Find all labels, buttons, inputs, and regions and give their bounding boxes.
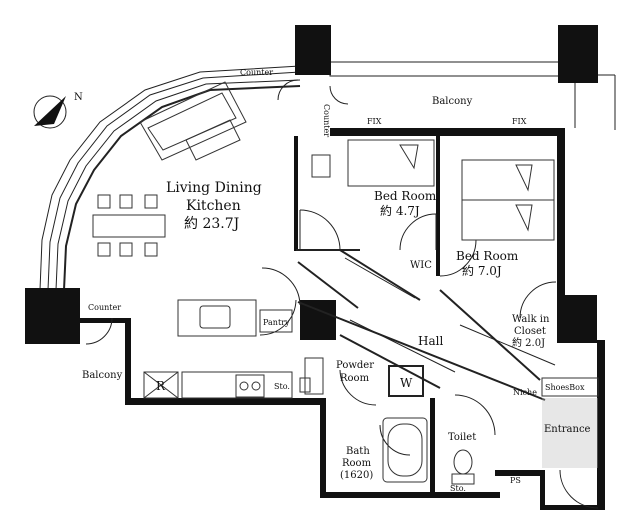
bed-1 <box>311 139 435 187</box>
structural-columns <box>25 25 598 344</box>
compass-north-label: N <box>74 92 83 103</box>
entrance-hatch <box>542 398 598 468</box>
bathtub <box>382 417 428 483</box>
balcony-top-label: Balcony <box>432 96 473 107</box>
powder-label-line2: Room <box>340 373 370 384</box>
ps-label: PS <box>510 476 521 485</box>
walkin-label-line2: Closet <box>514 326 546 337</box>
niche-label: Niche <box>513 388 537 397</box>
dining-table <box>92 194 166 257</box>
bath-label-line1: Bath <box>346 446 370 457</box>
wic-label: WIC <box>410 260 432 271</box>
sofa <box>139 81 247 161</box>
door-swings <box>85 79 599 509</box>
counter-left-label: Counter <box>88 303 121 312</box>
walkin-label-line1: Walk in <box>512 314 550 325</box>
compass-icon: N <box>33 92 83 129</box>
counter-side-label: Counter <box>322 104 331 137</box>
diagonal-hall-walls <box>297 249 556 401</box>
entrance-label: Entrance <box>544 424 591 435</box>
bed-2 <box>461 159 555 241</box>
ldk-size: 約 23.7J <box>184 216 239 232</box>
fixture-labels: Counter Counter Counter FIX FIX Pantry S… <box>88 68 599 493</box>
balcony-left-label: Balcony <box>82 370 123 381</box>
washer-box <box>388 365 424 397</box>
bath-label-line3: (1620) <box>340 470 373 481</box>
bedroom2-size: 約 7.0J <box>462 263 502 278</box>
fridge-label: R <box>156 379 166 393</box>
kitchen-counter <box>177 299 293 399</box>
sto-label-1: Sto. <box>274 382 290 391</box>
walkin-size: 約 2.0J <box>512 336 545 349</box>
washbasin <box>299 357 324 395</box>
fix-label-2: FIX <box>512 117 527 126</box>
bedroom1-label: Bed Room <box>374 189 437 203</box>
ldk-label-line1: Living Dining <box>166 180 262 196</box>
hall-label: Hall <box>418 334 443 348</box>
pantry-label: Pantry <box>263 318 290 327</box>
bedroom2-label: Bed Room <box>456 249 519 263</box>
ldk-label-line2: Kitchen <box>186 198 241 214</box>
counter-top-label: Counter <box>240 68 273 77</box>
fix-label-1: FIX <box>367 117 382 126</box>
bath-label-line2: Room <box>342 458 372 469</box>
shoes-box-label: ShoesBox <box>545 383 585 392</box>
toilet-fixture <box>451 449 475 485</box>
walls <box>80 128 605 510</box>
room-labels: Living Dining Kitchen 約 23.7J Bed Room 約… <box>82 96 591 481</box>
bedroom1-size: 約 4.7J <box>380 203 420 218</box>
sto-label-2: Sto. <box>450 484 466 493</box>
fridge-box <box>143 371 179 399</box>
toilet-label: Toilet <box>448 432 476 443</box>
powder-label-line1: Powder <box>336 360 374 371</box>
washer-label: W <box>400 376 413 390</box>
